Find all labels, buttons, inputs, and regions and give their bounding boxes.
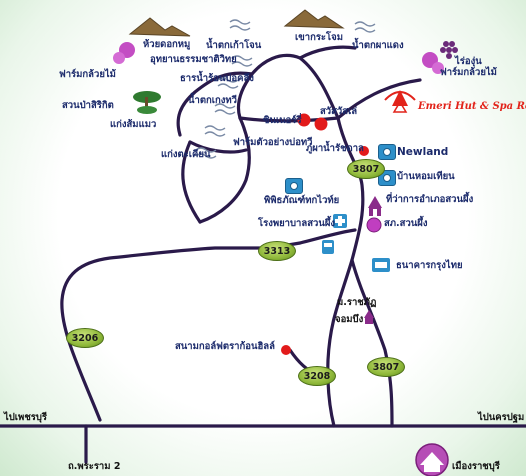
road-shield-3313: 3313 bbox=[258, 241, 296, 261]
label-grape-farm-1: ไร่องุ่น bbox=[455, 56, 482, 67]
label-museum: พิพิธภัณฑ์ทกไวท์ย bbox=[264, 195, 340, 206]
school-icon bbox=[364, 310, 374, 324]
label-to-nakhon-pathom: ไปนครปฐม bbox=[478, 412, 525, 423]
label-resort: Emeri Hut & Spa Resort bbox=[418, 101, 526, 112]
road-north bbox=[236, 53, 340, 120]
label-singapore: ซินเนอร์รี่ bbox=[263, 115, 302, 126]
mountain-icons bbox=[128, 9, 345, 37]
label-school-2: จอมบึง bbox=[335, 314, 364, 325]
red-markers bbox=[281, 113, 369, 355]
road-west-2 bbox=[188, 140, 248, 154]
road-west-1 bbox=[198, 116, 251, 224]
resort-pagoda-icon bbox=[384, 90, 416, 113]
label-waterfall-kong-thong: น้ำตกเกงทวี bbox=[188, 95, 237, 106]
waterfall-icons bbox=[195, 19, 376, 159]
label-pine-garden: สวนป่าสิริกิต bbox=[62, 100, 114, 111]
label-rama2: ถ.พระราม 2 bbox=[68, 461, 121, 472]
label-hospital: โรงพยาบาลสวนผึ้ง bbox=[258, 218, 336, 229]
label-waterfall-pha-daeng: น้ำตกผาแดง bbox=[352, 40, 404, 51]
bank-icon bbox=[372, 258, 390, 272]
label-national-park: อุทยานธรรมชาติวิทย bbox=[150, 54, 237, 65]
road-west-3 bbox=[181, 140, 202, 224]
road-nw bbox=[176, 71, 254, 137]
orchid-icons bbox=[113, 42, 444, 74]
road-3206 bbox=[60, 241, 302, 422]
camera-icon-banhom bbox=[378, 170, 396, 186]
grape-icon bbox=[440, 41, 458, 59]
fuel-icon bbox=[322, 240, 334, 254]
label-farm-ostrich: ฟาร์มตัวอย่างบ่อทวี bbox=[233, 137, 313, 148]
label-ban-hom: บ้านหอมเทียน bbox=[397, 171, 455, 182]
road-grape bbox=[336, 78, 422, 120]
road-shield-3206: 3206 bbox=[66, 328, 104, 348]
tree-icons bbox=[133, 91, 161, 114]
road-shield-3807-bottom: 3807 bbox=[367, 357, 405, 377]
camera-icon-museum bbox=[285, 178, 303, 194]
label-waterfall-kaew-yon: น้ำตกเก้าโจน bbox=[206, 40, 262, 51]
label-newland: Newland bbox=[397, 146, 449, 158]
label-sawasdee: สวัสวัสเล่ bbox=[320, 106, 358, 117]
temple-icon bbox=[415, 443, 449, 476]
label-golf: สนามกอล์ฟตราก้อนฮิลล์ bbox=[175, 341, 275, 352]
camera-icon-newland bbox=[378, 144, 396, 160]
label-orchid-farm-left: ฟาร์มกล้วยไม้ bbox=[59, 69, 116, 80]
label-phu-pha: ภูผาน้ำรัชดาล bbox=[306, 143, 364, 154]
road-3313 bbox=[298, 228, 357, 245]
road-shield-3807-top: 3807 bbox=[347, 159, 385, 179]
police-icon bbox=[366, 217, 382, 233]
label-grape-farm-2: ฟาร์มกล้วยไม้ bbox=[440, 67, 497, 78]
label-to-phetchaburi: ไปเพชรบุรี bbox=[4, 412, 48, 423]
road-ne bbox=[298, 45, 357, 60]
label-kaeng-som-maeo: แก่งส้มแมว bbox=[110, 119, 157, 130]
label-kaeng-tatian: แก่งตะเคียน bbox=[161, 149, 211, 160]
label-district-office: ที่ว่าการอำเภอสวนผึ้ง bbox=[386, 194, 474, 205]
road-3807-east bbox=[350, 258, 394, 428]
label-bank: ธนาคารกรุงไทย bbox=[396, 260, 463, 271]
label-huai-dok-mai: ห้วยดอกหมู bbox=[143, 39, 191, 50]
hospital-icon bbox=[333, 214, 347, 228]
label-hot-spring: ธารน้ำร้อนบ่อคลึง bbox=[180, 73, 254, 84]
label-khao-krachom: เขากระโจม bbox=[295, 32, 343, 43]
label-police: สภ.สวนผึ้ง bbox=[384, 218, 428, 229]
label-school-1: ม.ราชภัฏ bbox=[337, 297, 377, 308]
label-ratchaburi: เมืองราชบุรี bbox=[452, 461, 500, 472]
road-north-lower bbox=[238, 116, 340, 123]
road-shield-3208: 3208 bbox=[298, 366, 336, 386]
district-marker-icon bbox=[368, 196, 382, 216]
